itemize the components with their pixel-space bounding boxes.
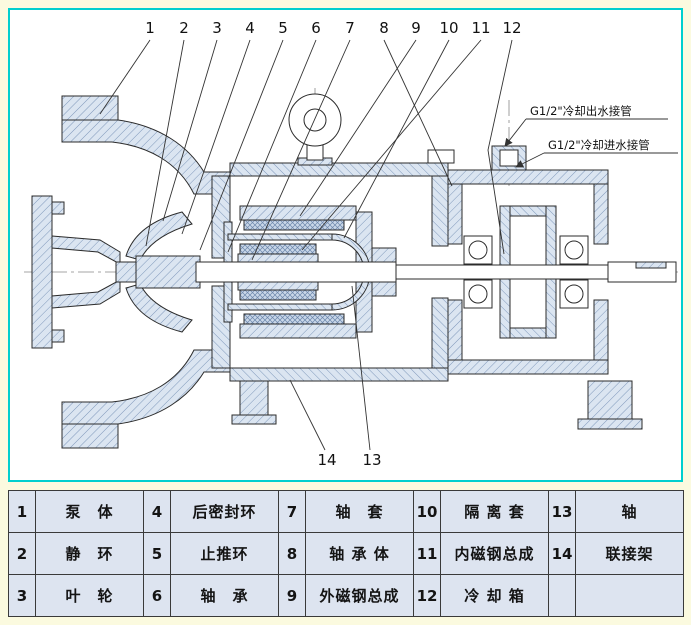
callout-2: 2 [179,19,189,37]
callout-8: 8 [379,19,389,37]
annotation-cooling-inlet: G1/2"冷却进水接管 [548,138,650,152]
callout-6: 6 [311,19,321,37]
part-name-cell: 外磁钢总成 [306,575,414,617]
part-name-cell: 联接架 [576,533,684,575]
part-name-cell: 轴 套 [306,491,414,533]
pump-body-shape [31,95,231,449]
part-number-cell: 11 [414,533,441,575]
callout-numbers: 1 2 3 4 5 6 7 8 9 10 11 12 14 13 [145,19,521,469]
part-number-cell: 3 [9,575,36,617]
callout-10: 10 [439,19,458,37]
callout-9: 9 [411,19,421,37]
bearing-body-shape [447,145,643,430]
part-number-cell: 8 [279,533,306,575]
part-name-cell: 内磁钢总成 [441,533,549,575]
part-name-cell: 泵 体 [36,491,144,533]
part-number-cell: 13 [549,491,576,533]
leader-lines [99,39,678,451]
annotations: G1/2"冷却出水接管 G1/2"冷却进水接管 [530,104,650,152]
part-name-cell: 轴 承 体 [306,533,414,575]
callout-12: 12 [502,19,521,37]
callout-3: 3 [212,19,222,37]
part-name-cell: 冷 却 箱 [441,575,549,617]
callout-13: 13 [362,451,381,469]
impeller-shape [115,211,201,333]
annotation-cooling-outlet: G1/2"冷却出水接管 [530,104,632,118]
part-number-cell: 9 [279,575,306,617]
part-number-cell: 5 [144,533,171,575]
bearing-shape [463,235,589,309]
part-name-cell: 轴 [576,491,684,533]
part-number-cell: 4 [144,491,171,533]
part-name-cell: 隔 离 套 [441,491,549,533]
part-number-cell: 2 [9,533,36,575]
part-number-cell: 1 [9,491,36,533]
part-number-cell: 7 [279,491,306,533]
lifting-eye-shape [288,93,342,166]
part-number-cell [549,575,576,617]
part-name-cell: 静 环 [36,533,144,575]
callout-11: 11 [471,19,490,37]
callout-7: 7 [345,19,355,37]
pump-cross-section-svg: 1 2 3 4 5 6 7 8 9 10 11 12 14 13 G1/2"冷却… [24,19,678,469]
pump-sectional-diagram: 1 2 3 4 5 6 7 8 9 10 11 12 14 13 G1/2"冷却… [8,8,683,482]
callout-4: 4 [245,19,255,37]
part-number-cell: 12 [414,575,441,617]
callout-5: 5 [278,19,288,37]
part-name-cell: 轴 承 [171,575,279,617]
part-name-cell: 后密封环 [171,491,279,533]
part-number-cell: 14 [549,533,576,575]
part-number-cell: 10 [414,491,441,533]
callout-14: 14 [317,451,336,469]
callout-1: 1 [145,19,155,37]
shaft-shape [195,261,677,283]
part-name-cell [576,575,684,617]
part-name-cell: 叶 轮 [36,575,144,617]
part-name-cell: 止推环 [171,533,279,575]
parts-table: 1 泵 体 4 后密封环 7 轴 套 10 隔 离 套 13 轴 2 静 环 5… [8,490,684,617]
part-number-cell: 6 [144,575,171,617]
